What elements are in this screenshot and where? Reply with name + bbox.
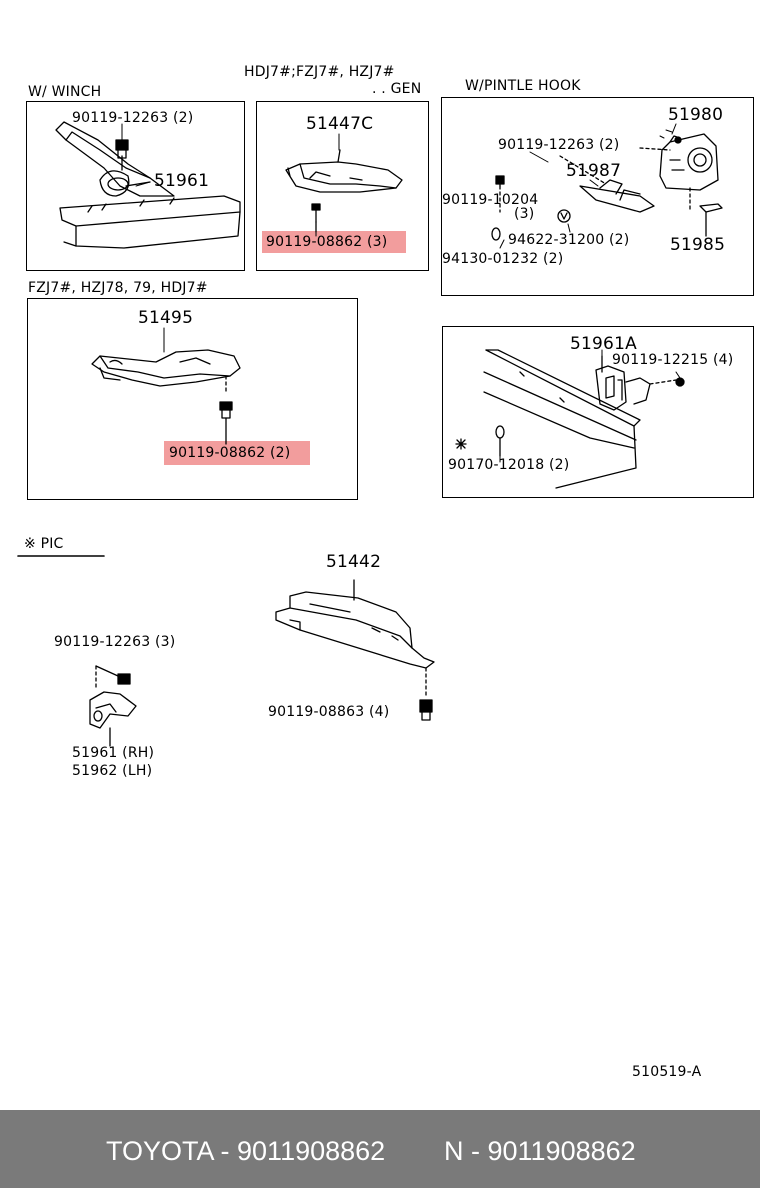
part-label-90119-08862-gen: 90119-08862 (3) [266,234,388,250]
footer-bar: TOYOTA - 9011908862 N - 9011908862 [0,1110,760,1188]
part-label-90119-12263-winch: 90119-12263 (2) [72,110,194,126]
panel-pintle-hook [441,97,754,296]
winch-frame-art [55,121,241,249]
footer-brand-part-number: TOYOTA - 9011908862 [106,1136,386,1166]
part-label-90119-12263-pic: 90119-12263 (3) [54,634,176,650]
part-label-90170-12018: 90170-12018 (2) [448,457,570,473]
part-label-90119-10204: 90119-10204 [442,192,539,208]
rear-bracket-art [455,349,685,489]
pintle-hook-art [491,133,723,241]
part-label-51495: 51495 [138,308,194,328]
diagram-code: 510519-A [632,1064,702,1080]
part-label-90119-08862-fzj: 90119-08862 (2) [169,445,291,461]
fzj-guard-art [91,349,241,445]
pic-section-title: ※ PIC [24,536,64,552]
panel-fzj [27,298,358,500]
part-label-94130-01232: 94130-01232 (2) [442,251,564,267]
highlight-fzj-bolt [164,441,310,465]
gen-panel-title-line2: . . GEN [372,81,422,97]
part-label-51447c: 51447C [306,114,374,134]
part-label-90119-12263-pintle: 90119-12263 (2) [498,137,620,153]
part-label-51961a: 51961A [570,334,637,354]
part-label-51980: 51980 [668,105,724,125]
highlight-gen-bolt [262,231,406,253]
panel-winch [26,101,245,271]
part-label-90119-08863: 90119-08863 (4) [268,704,390,720]
pic-section-art [17,555,435,747]
winch-panel-title: W/ WINCH [28,84,102,100]
part-label-51961-winch: 51961 [154,171,210,191]
part-label-51987: 51987 [566,161,622,181]
panel-rear-bracket [442,326,754,498]
part-label-51962-lh: 51962 (LH) [72,763,153,779]
part-label-51442: 51442 [326,552,382,572]
pintle-panel-title: W/PINTLE HOOK [465,78,581,94]
part-label-90119-10204-qty: (3) [514,206,535,222]
part-label-51961-rh: 51961 (RH) [72,745,155,761]
gen-panel-title-line1: HDJ7#;FZJ7#, HZJ7# [244,64,395,80]
leader-lines [121,123,681,463]
part-label-90119-12215: 90119-12215 (4) [612,352,734,368]
part-label-94622-31200: 94622-31200 (2) [508,232,630,248]
gen-guard-art [285,149,403,233]
footer-alt-part-number: N - 9011908862 [444,1136,636,1166]
fzj-panel-title: FZJ7#, HZJ78, 79, HDJ7# [28,280,208,296]
panel-gen [256,101,429,271]
parts-diagram-art [17,121,723,747]
part-label-51985: 51985 [670,235,726,255]
